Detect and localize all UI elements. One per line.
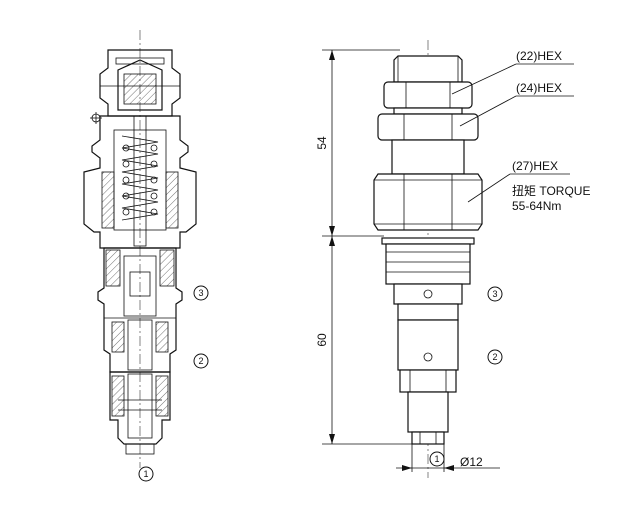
hex-22-nut: [383, 81, 473, 109]
external-port-3: 3: [487, 286, 503, 302]
thread-section: [385, 243, 471, 285]
leader-27: [467, 173, 511, 203]
adjuster-knob: [393, 55, 463, 83]
seal-ring: [399, 369, 457, 393]
torque-value: 55-64Nm: [512, 199, 561, 213]
valve-body-section: [83, 115, 197, 249]
external-view: [373, 40, 483, 478]
section-port-2: 2: [193, 353, 209, 369]
external-port-3-label: 3: [492, 289, 497, 299]
hex-22-label: (22)HEX: [516, 49, 562, 63]
dim-diameter: Ø12: [460, 455, 483, 469]
leader-24: [459, 95, 517, 127]
external-port-1: 1: [429, 451, 445, 467]
leader-lines: [451, 63, 574, 203]
torque-label: 扭矩 TORQUE: [512, 184, 590, 198]
hex-27-body: [373, 173, 483, 231]
section-port-3: 3: [193, 285, 209, 301]
external-port-2-label: 2: [492, 352, 497, 362]
dim-lower-length: 60: [315, 333, 329, 347]
section-port-3-label: 3: [198, 288, 203, 298]
sleeve-section: [397, 319, 459, 371]
external-port-1-label: 1: [434, 454, 439, 464]
section-port-2-label: 2: [198, 356, 203, 366]
dimension-lines: [322, 49, 500, 472]
hex-24-label: (24)HEX: [516, 81, 562, 95]
hex-24-nut: [377, 113, 479, 141]
external-port-2: 2: [487, 349, 503, 365]
dim-upper-length: 54: [315, 136, 329, 150]
valve-nose-section: [109, 371, 171, 445]
hex-27-label: (27)HEX: [512, 159, 558, 173]
section-port-1-label: 1: [143, 469, 148, 479]
section-port-1: 1: [138, 466, 154, 482]
section-view: [83, 30, 197, 468]
leader-22: [451, 63, 517, 95]
valve-nose: [411, 431, 445, 445]
